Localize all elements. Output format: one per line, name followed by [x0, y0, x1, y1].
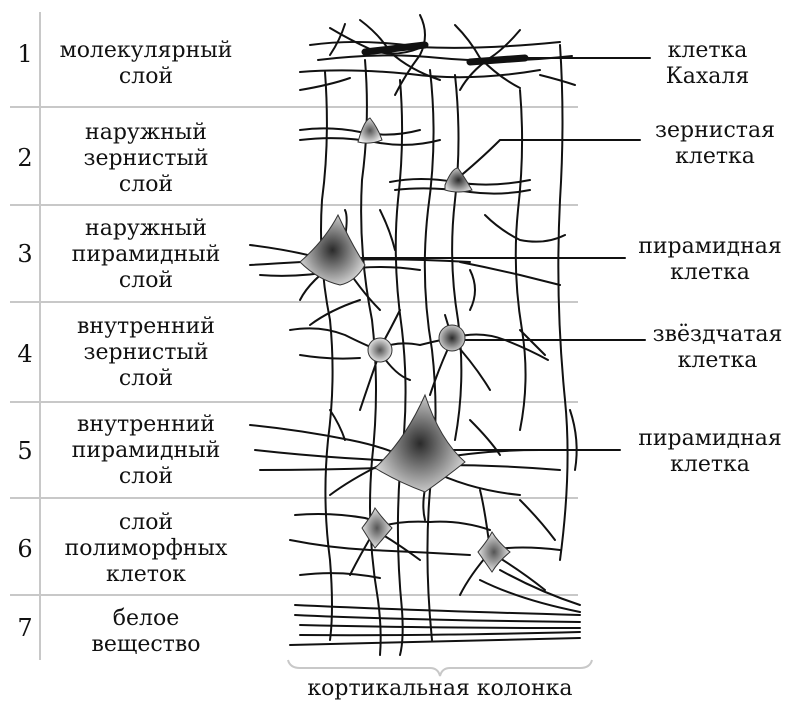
layer-number-1: 1	[10, 40, 40, 68]
stellate-cell-left	[368, 338, 392, 362]
layer-number-6: 6	[10, 535, 40, 563]
cell-label-line: пирамидная	[625, 426, 795, 452]
layer-label-1: молекулярный слой	[46, 38, 246, 90]
stellate-cell	[439, 325, 465, 351]
cell-label-cajal: клетка Кахаля	[640, 38, 775, 90]
layer-label-line: полиморфных	[46, 536, 246, 562]
column-brace	[288, 660, 592, 676]
layer-label-line: зернистый	[46, 146, 246, 172]
layer-label-line: наружный	[46, 120, 246, 146]
layer-label-line: наружный	[46, 216, 246, 242]
polymorphic-cell-left	[362, 508, 392, 548]
layer-label-line: молекулярный	[46, 38, 246, 64]
layer-label-line: зернистый	[46, 340, 246, 366]
granule-cell-upper	[358, 118, 382, 143]
layer-label-line: пирамидный	[46, 438, 246, 464]
layer-number-7: 7	[10, 614, 40, 642]
cell-label-line: клетка	[640, 38, 775, 64]
cell-label-line: зернистая	[640, 118, 790, 144]
cell-label-line: Кахаля	[640, 64, 775, 90]
layer-label-line: слой	[46, 268, 246, 294]
layer-label-7: белое вещество	[46, 606, 246, 658]
layer-number-3: 3	[10, 240, 40, 268]
layer-number-2: 2	[10, 144, 40, 172]
cell-label-line: пирамидная	[625, 234, 795, 260]
column-caption: кортикальная колонка	[270, 676, 610, 702]
granule-cell	[445, 168, 472, 192]
layer-label-line: клеток	[46, 562, 246, 588]
layer-label-line: внутренний	[46, 314, 246, 340]
layer-label-line: внутренний	[46, 412, 246, 438]
pyramidal-cell-layer5	[375, 395, 465, 492]
cell-label-line: клетка	[625, 452, 795, 478]
cell-label-stellate: звёздчатая клетка	[640, 322, 795, 374]
layer-label-line: пирамидный	[46, 242, 246, 268]
layer-number-4: 4	[10, 340, 40, 368]
cell-label-pyramidal-1: пирамидная клетка	[625, 234, 795, 286]
layer-label-line: слой	[46, 172, 246, 198]
cell-label-line: звёздчатая	[640, 322, 795, 348]
layer-label-4: внутренний зернистый слой	[46, 314, 246, 392]
layer-label-line: слой	[46, 64, 246, 90]
cell-label-pyramidal-2: пирамидная клетка	[625, 426, 795, 478]
layer-label-6: слой полиморфных клеток	[46, 510, 246, 588]
polymorphic-cell-right	[478, 532, 510, 572]
layer-label-3: наружный пирамидный слой	[46, 216, 246, 294]
cell-label-line: клетка	[640, 348, 795, 374]
cell-label-line: клетка	[625, 260, 795, 286]
layer-label-line: белое	[46, 606, 246, 632]
cell-label-granule: зернистая клетка	[640, 118, 790, 170]
layer-label-5: внутренний пирамидный слой	[46, 412, 246, 490]
layer-label-line: вещество	[46, 632, 246, 658]
layer-label-line: слой	[46, 510, 246, 536]
cell-label-line: клетка	[640, 144, 790, 170]
layer-label-2: наружный зернистый слой	[46, 120, 246, 198]
layer-label-line: слой	[46, 464, 246, 490]
layer-label-line: слой	[46, 366, 246, 392]
layer-number-5: 5	[10, 437, 40, 465]
